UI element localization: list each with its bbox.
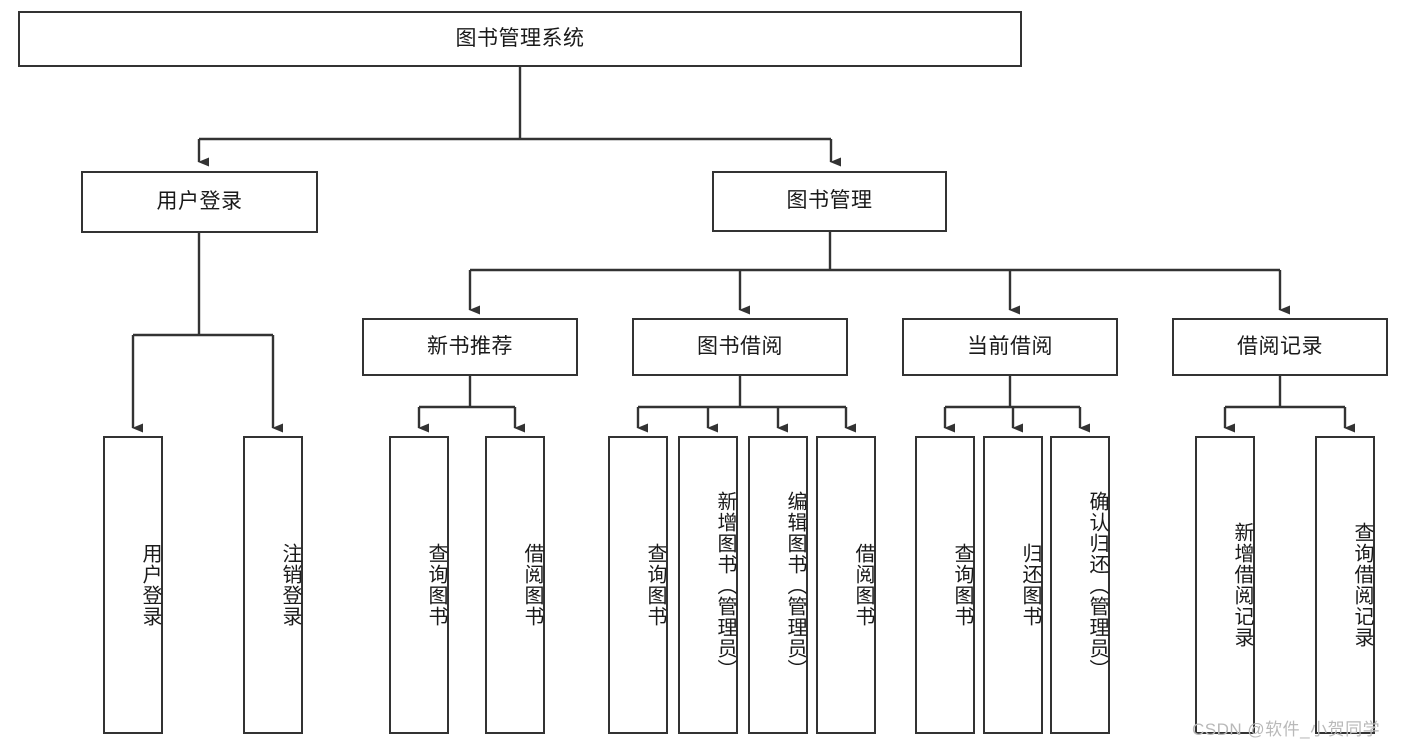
node-borrow-record[interactable]: 借阅记录 [1172, 318, 1388, 376]
node-book-borrow[interactable]: 图书借阅 [632, 318, 848, 376]
node-user-login[interactable]: 用户登录 [81, 171, 318, 233]
leaf-user-login-1[interactable]: 用户登录 [103, 436, 163, 734]
leaf-book-edit-admin-label: 编辑图书（管理员） [784, 490, 806, 680]
leaf-book-borrow-action[interactable]: 借阅图书 [816, 436, 876, 734]
leaf-new-book-query-label: 查询图书 [425, 543, 447, 627]
leaf-confirm-return-admin-label: 确认归还（管理员） [1086, 490, 1108, 680]
leaf-user-logout[interactable]: 注销登录 [243, 436, 303, 734]
leaf-book-edit-admin[interactable]: 编辑图书（管理员） [748, 436, 808, 734]
leaf-confirm-return-admin[interactable]: 确认归还（管理员） [1050, 436, 1110, 734]
leaf-query-borrow-record-label: 查询借阅记录 [1351, 522, 1373, 648]
leaf-new-book-borrow-label: 借阅图书 [521, 543, 543, 627]
node-root[interactable]: 图书管理系统 [18, 11, 1022, 67]
leaf-query-borrow-record[interactable]: 查询借阅记录 [1315, 436, 1375, 734]
leaf-current-query-book[interactable]: 查询图书 [915, 436, 975, 734]
leaf-new-book-borrow[interactable]: 借阅图书 [485, 436, 545, 734]
leaf-user-logout-label: 注销登录 [279, 543, 301, 627]
leaf-book-borrow-query-label: 查询图书 [644, 543, 666, 627]
leaf-add-borrow-record[interactable]: 新增借阅记录 [1195, 436, 1255, 734]
leaf-book-borrow-query[interactable]: 查询图书 [608, 436, 668, 734]
leaf-return-book-label: 归还图书 [1019, 543, 1041, 627]
csdn-watermark: CSDN @软件_小贺同学 [1192, 720, 1381, 739]
leaf-book-add-admin-label: 新增图书（管理员） [714, 490, 736, 680]
leaf-current-query-book-label: 查询图书 [951, 543, 973, 627]
leaf-user-login-1-label: 用户登录 [139, 543, 161, 627]
node-root-label: 图书管理系统 [455, 26, 585, 50]
node-book-manage-label: 图书管理 [786, 189, 873, 213]
node-new-book-recommend[interactable]: 新书推荐 [362, 318, 578, 376]
node-book-manage[interactable]: 图书管理 [712, 171, 947, 232]
leaf-book-borrow-action-label: 借阅图书 [852, 543, 874, 627]
leaf-return-book[interactable]: 归还图书 [983, 436, 1043, 734]
node-user-login-label: 用户登录 [156, 189, 243, 213]
node-book-borrow-label: 图书借阅 [697, 334, 783, 358]
leaf-add-borrow-record-label: 新增借阅记录 [1231, 522, 1253, 648]
node-current-borrow-label: 当前借阅 [967, 334, 1053, 358]
node-current-borrow[interactable]: 当前借阅 [902, 318, 1118, 376]
leaf-new-book-query[interactable]: 查询图书 [389, 436, 449, 734]
node-borrow-record-label: 借阅记录 [1237, 334, 1323, 358]
node-new-book-recommend-label: 新书推荐 [427, 334, 513, 358]
leaf-book-add-admin[interactable]: 新增图书（管理员） [678, 436, 738, 734]
